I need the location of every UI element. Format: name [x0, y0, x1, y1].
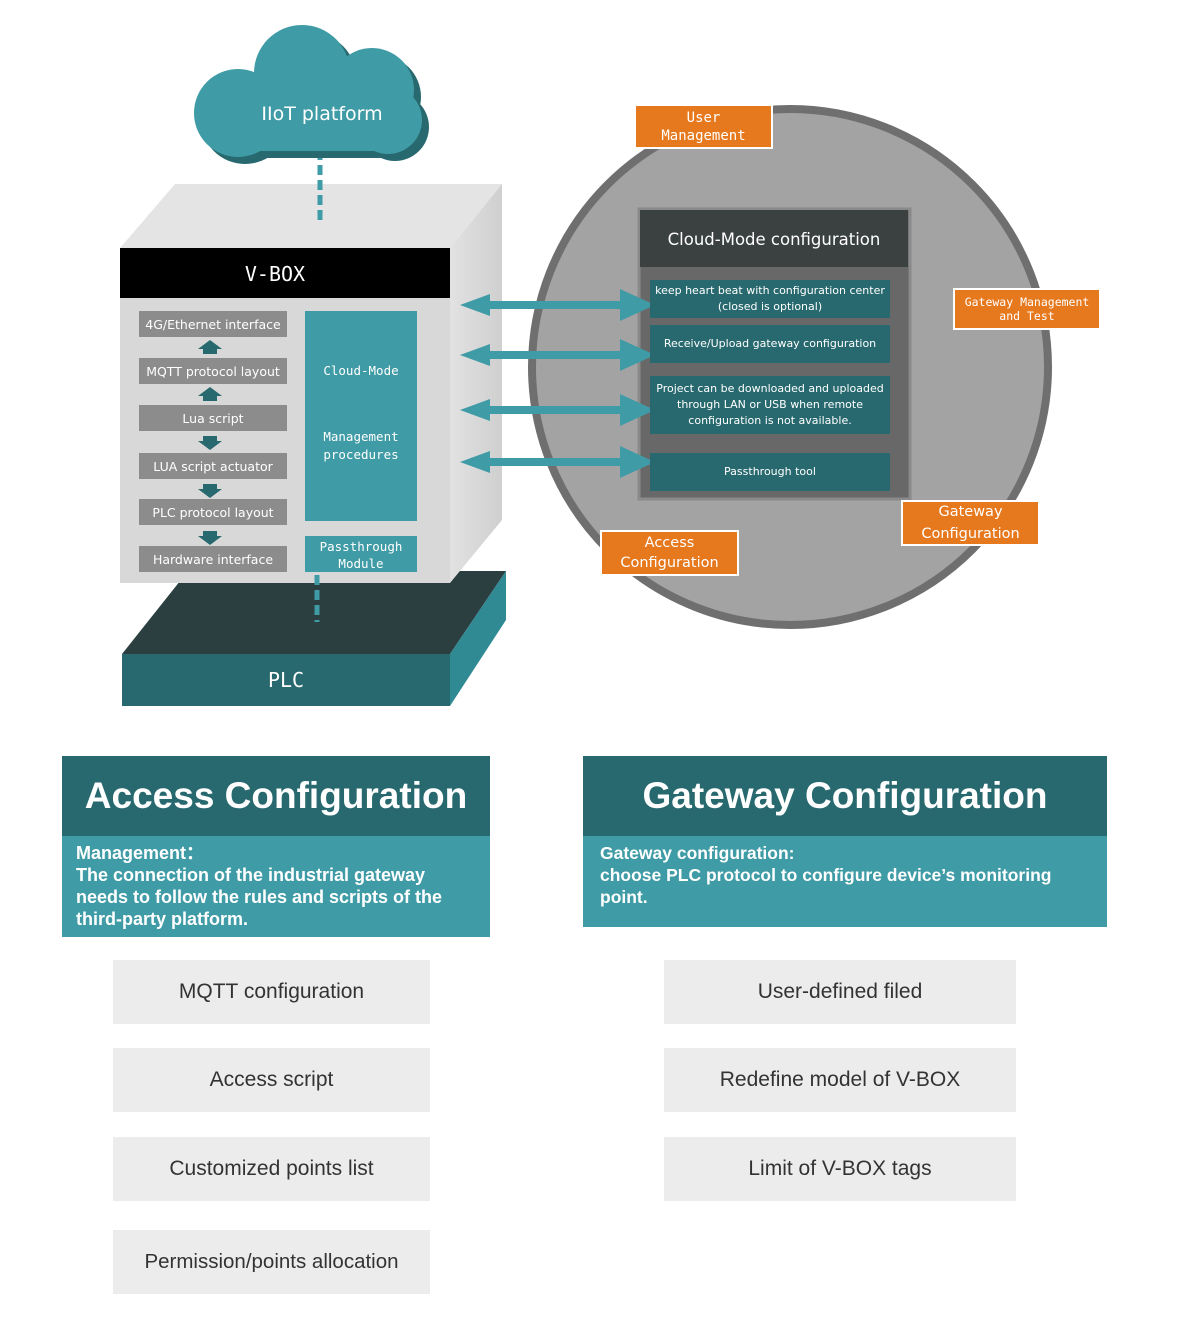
gateway-config-description: Gateway configuration: choose PLC protoc…	[583, 836, 1107, 927]
tag-gateway-management-test: Gateway Management and Test	[953, 288, 1101, 330]
gateway-item-user-defined: User-defined filed	[664, 960, 1016, 1024]
access-config-title: Access Configuration	[62, 756, 490, 836]
arrow-down-1	[198, 436, 222, 450]
stack-layer-lua-script: Lua script	[139, 405, 287, 431]
tag-gateway-configuration: Gateway Configuration	[901, 500, 1040, 546]
tag-user-management: User Management	[634, 104, 773, 149]
gateway-config-title: Gateway Configuration	[583, 756, 1107, 836]
arrow-up-2	[198, 387, 222, 401]
stack-layer-4g-ethernet: 4G/Ethernet interface	[139, 311, 287, 337]
vbox-top-face	[120, 184, 502, 248]
access-item-permission: Permission/points allocation	[113, 1230, 430, 1294]
link-arrow-4	[460, 446, 655, 478]
arrow-up-1	[198, 340, 222, 354]
access-desc-body: The connection of the industrial gateway…	[76, 865, 443, 929]
vbox-title-bar	[120, 248, 450, 298]
cloud-mode-config-title: Cloud-Mode configuration	[667, 230, 881, 249]
plc-front-face	[122, 654, 450, 706]
tag-access-configuration: Access Configuration	[600, 530, 739, 576]
cm-item-heartbeat: keep heart beat with configuration cente…	[650, 280, 890, 318]
vbox-title: V-BOX	[244, 262, 306, 286]
cm-item-passthrough-tool: Passthrough tool	[650, 453, 890, 491]
passthrough-module: Passthrough Module	[305, 536, 417, 572]
management-procedures-label: Management procedures	[323, 429, 399, 462]
link-arrow-2	[460, 339, 655, 371]
cloud-mode-label: Cloud-Mode	[323, 363, 399, 378]
link-arrow-1	[460, 289, 655, 321]
arrow-down-2	[198, 484, 222, 498]
stack-arrows	[198, 340, 222, 545]
stack-layer-mqtt: MQTT protocol layout	[139, 358, 287, 384]
cloud-mode-config-header	[640, 210, 908, 267]
link-arrow-3	[460, 394, 655, 426]
gateway-desc-heading: Gateway configuration:	[600, 843, 795, 863]
gateway-desc-body: choose PLC protocol to configure device’…	[600, 865, 1052, 907]
access-item-mqtt: MQTT configuration	[113, 960, 430, 1024]
vbox-side-face	[450, 184, 502, 583]
plc-side-face	[450, 571, 506, 706]
access-item-script: Access script	[113, 1048, 430, 1112]
cloud-mode-block: Cloud-Mode Management procedures	[305, 311, 417, 521]
plc-label: PLC	[267, 668, 305, 692]
arrow-down-3	[198, 531, 222, 545]
plc-top-face	[122, 571, 506, 654]
access-desc-heading: Management：	[76, 843, 205, 863]
gateway-item-redefine-model: Redefine model of V-BOX	[664, 1048, 1016, 1112]
stack-layer-plc-protocol: PLC protocol layout	[139, 499, 287, 525]
access-config-description: Management： The connection of the indust…	[62, 836, 490, 937]
link-arrows	[460, 289, 655, 478]
access-item-points-list: Customized points list	[113, 1137, 430, 1201]
stack-layer-lua-actuator: LUA script actuator	[139, 453, 287, 479]
cloud-shape	[194, 25, 429, 164]
stack-layer-hardware: Hardware interface	[139, 546, 287, 572]
cm-item-project-download: Project can be downloaded and uploaded t…	[650, 376, 890, 434]
cloud-label: IIoT platform	[261, 103, 383, 125]
cm-item-receive-upload: Receive/Upload gateway configuration	[650, 325, 890, 363]
gateway-item-tag-limit: Limit of V-BOX tags	[664, 1137, 1016, 1201]
